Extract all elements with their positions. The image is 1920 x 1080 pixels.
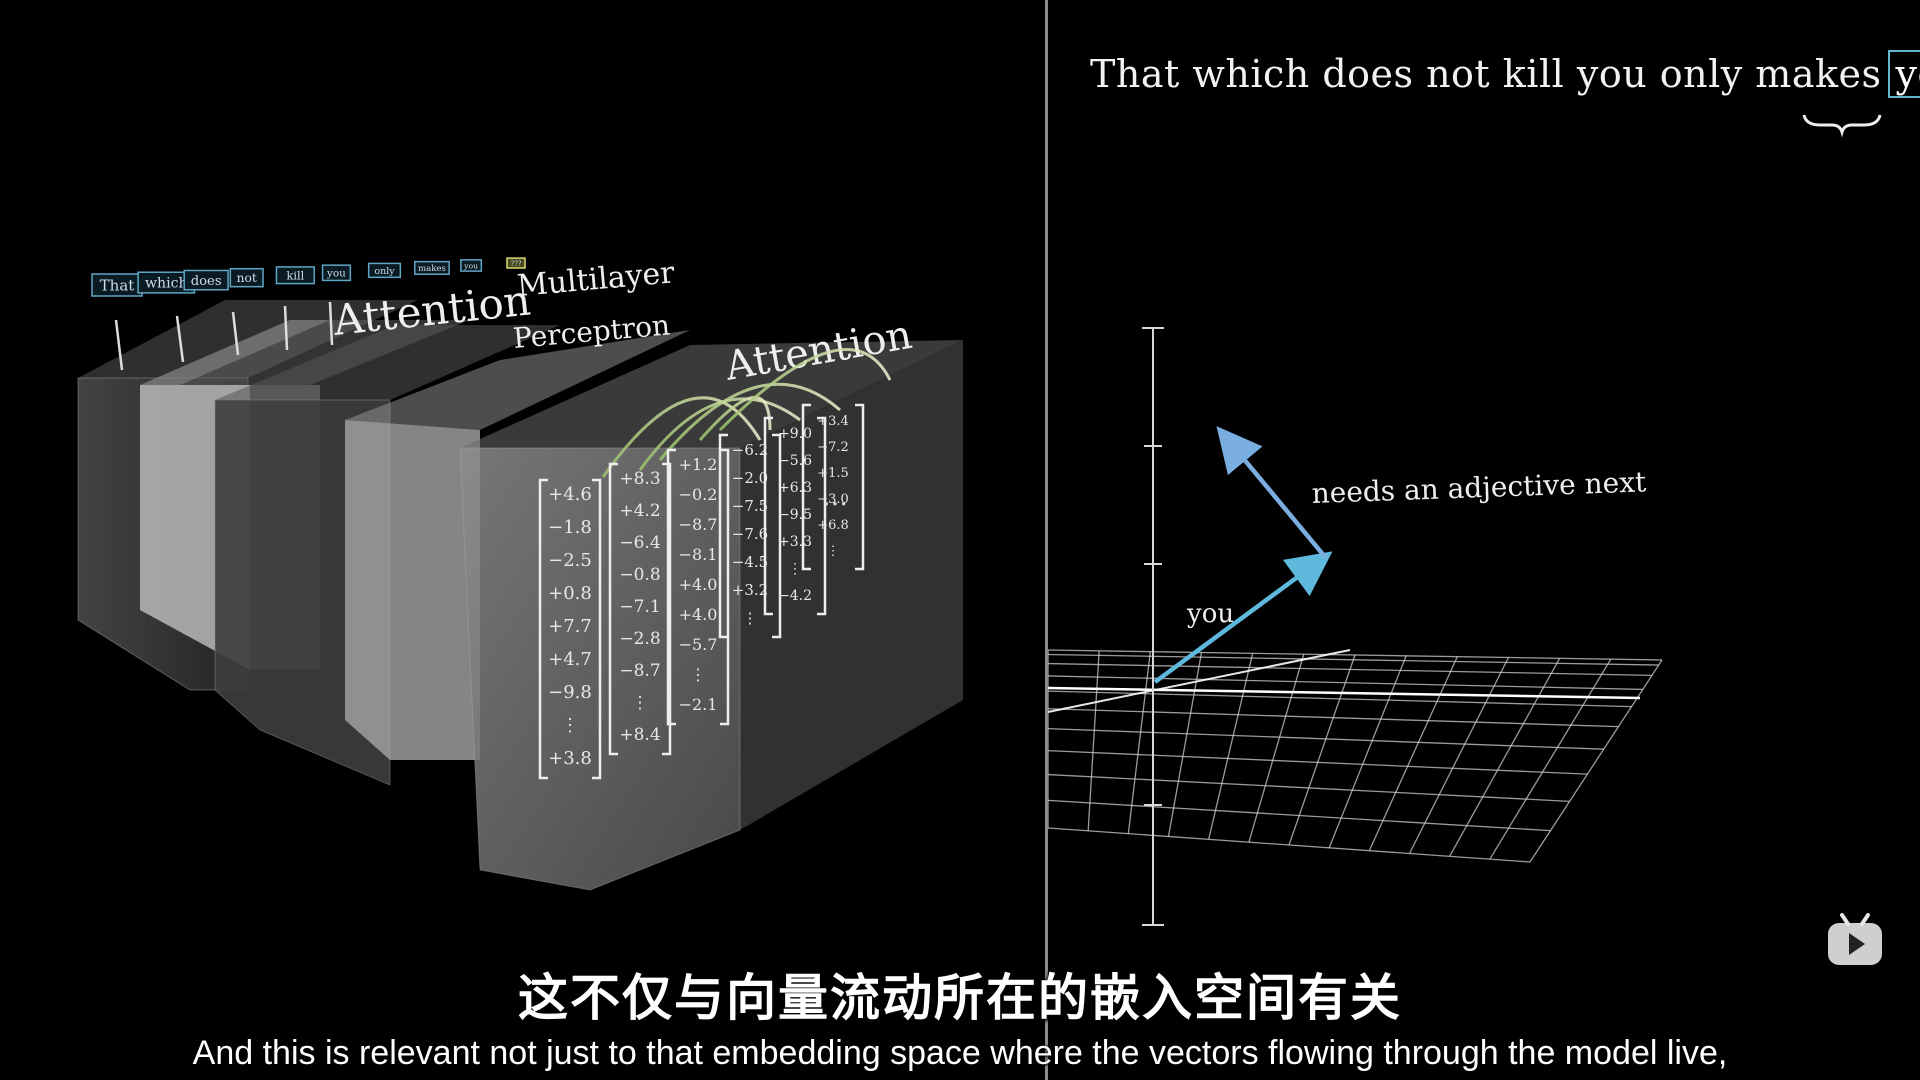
- panel-divider: [1045, 0, 1048, 1080]
- vector-value: +4.7: [548, 649, 592, 670]
- vector-value: +6.3: [778, 480, 812, 496]
- vector-value: +6.8: [817, 518, 849, 533]
- token-text: does: [191, 274, 222, 289]
- vector-column: +4.6 −1.8 −2.5 +0.8 +7.7 +4.7 −9.8 ⋮ +3.8: [538, 478, 602, 780]
- token-text: makes: [418, 264, 446, 274]
- vertical-axis: [1142, 327, 1164, 926]
- vector-value: −0.8: [619, 565, 660, 585]
- vector-value: −9.5: [778, 507, 812, 523]
- token-box: does: [183, 269, 229, 291]
- vector-value: −8.1: [679, 545, 718, 564]
- underbrace-icon: [1802, 114, 1882, 138]
- token-connectors: [114, 301, 334, 371]
- token-box: only: [367, 262, 402, 279]
- subtitle-english: And this is relevant not just to that em…: [192, 1034, 1728, 1072]
- attention-arcs: [601, 348, 892, 478]
- vector-value: −8.7: [679, 515, 718, 534]
- token-text: only: [374, 266, 395, 277]
- vector-value: +0.8: [548, 583, 592, 604]
- vector-value: +4.0: [679, 575, 718, 594]
- vector-value: −2.1: [679, 695, 718, 714]
- vector-value: −4.5: [732, 553, 768, 571]
- embedding-space-plot: you needs an adjective next: [1047, 327, 1663, 926]
- vector-adjective-arrow: [1216, 426, 1328, 560]
- vector-value: +4.0: [679, 605, 718, 624]
- vector-value: −7.2: [817, 440, 849, 455]
- token-text: you: [326, 268, 346, 280]
- vector-value: −4.2: [778, 588, 812, 604]
- vector-value: −9.8: [548, 682, 592, 703]
- vector-value: −2.8: [619, 629, 660, 649]
- vector-value: +8.3: [619, 469, 660, 489]
- vector-value: −2.5: [548, 550, 592, 571]
- embedding-vectors: +4.6 −1.8 −2.5 +0.8 +7.7 +4.7 −9.8 ⋮ +3.8 +8.3 +4.…: [538, 403, 865, 780]
- vector-value: −6.2: [732, 441, 768, 459]
- token-box: not: [229, 267, 264, 288]
- token-text: not: [237, 271, 257, 285]
- slab-attention-2: [214, 325, 690, 786]
- vector-ellipsis: …: [822, 482, 848, 512]
- token-box: kill: [275, 266, 315, 285]
- vector-value: +3.2: [732, 581, 768, 599]
- vector-value: +3.8: [548, 748, 592, 769]
- floor-grid: [1047, 649, 1663, 863]
- sentence-text: That which does not kill you only makes: [1090, 52, 1882, 96]
- vector-value: +3.4: [817, 414, 849, 429]
- token-box: ???: [506, 257, 526, 269]
- vector-value: ⋮: [788, 561, 802, 577]
- token-box: which: [137, 271, 196, 294]
- highlighted-word: you: [1887, 50, 1920, 98]
- vector-column: +1.2 −0.2 −8.7 −8.1 +4.0 +4.0 −5.7 ⋮ −2.1: [666, 448, 730, 726]
- vector-value: −5.6: [778, 453, 812, 469]
- vector-value: +8.4: [619, 725, 660, 745]
- token-box: That: [91, 273, 143, 297]
- bilibili-tv-icon[interactable]: [1828, 913, 1882, 965]
- token-box: makes: [414, 260, 450, 275]
- vector-label-adjective: needs an adjective next: [1311, 465, 1647, 510]
- vector-value: +7.7: [548, 616, 592, 637]
- token-text: which: [145, 276, 188, 292]
- vector-column: −6.2 −2.0 −7.5 −7.6 −4.5 +3.2 ⋮: [718, 433, 782, 639]
- vector-value: +1.2: [679, 455, 718, 474]
- token-text: kill: [286, 268, 304, 282]
- token-text: you: [463, 261, 478, 270]
- token-box: you: [321, 264, 352, 282]
- vector-you-arrow: [1153, 551, 1333, 684]
- vector-value: −7.6: [732, 525, 768, 543]
- vector-value: ⋮: [561, 715, 579, 736]
- vector-value: ⋮: [632, 693, 649, 713]
- subtitle-chinese: 这不仅与向量流动所在的嵌入空间有关: [518, 969, 1402, 1027]
- vector-value: +4.6: [548, 484, 592, 505]
- token-text: ???: [511, 260, 522, 268]
- vector-value: +1.5: [817, 466, 849, 481]
- vector-value: −3.0: [817, 492, 849, 507]
- vector-value: −1.8: [548, 517, 592, 538]
- vector-value: −2.0: [732, 469, 768, 487]
- vector-value: −7.5: [732, 497, 768, 515]
- vector-value: ⋮: [690, 665, 706, 684]
- vector-value: +9.0: [778, 426, 812, 442]
- vector-value: −8.7: [619, 661, 660, 681]
- vector-value: +4.2: [619, 501, 660, 521]
- vector-value: −0.2: [679, 485, 718, 504]
- vector-value: +3.3: [778, 534, 812, 550]
- token-text: That: [100, 277, 135, 295]
- vector-value: −6.4: [619, 533, 660, 553]
- vector-column: +8.3 +4.2 −6.4 −0.8 −7.1 −2.8 −8.7 ⋮ +8.4: [608, 462, 672, 756]
- vector-label-you: you: [1186, 599, 1234, 629]
- vector-value: −5.7: [679, 635, 718, 654]
- token-box: you: [460, 259, 483, 272]
- vector-value: ⋮: [827, 544, 840, 559]
- mlp-label-line1: Multilayer: [516, 255, 677, 304]
- vector-value: ⋮: [743, 609, 758, 627]
- vector-value: −7.1: [619, 597, 660, 617]
- vector-column: +3.4 −7.2 +1.5 −3.0 +6.8 ⋮: [801, 403, 865, 571]
